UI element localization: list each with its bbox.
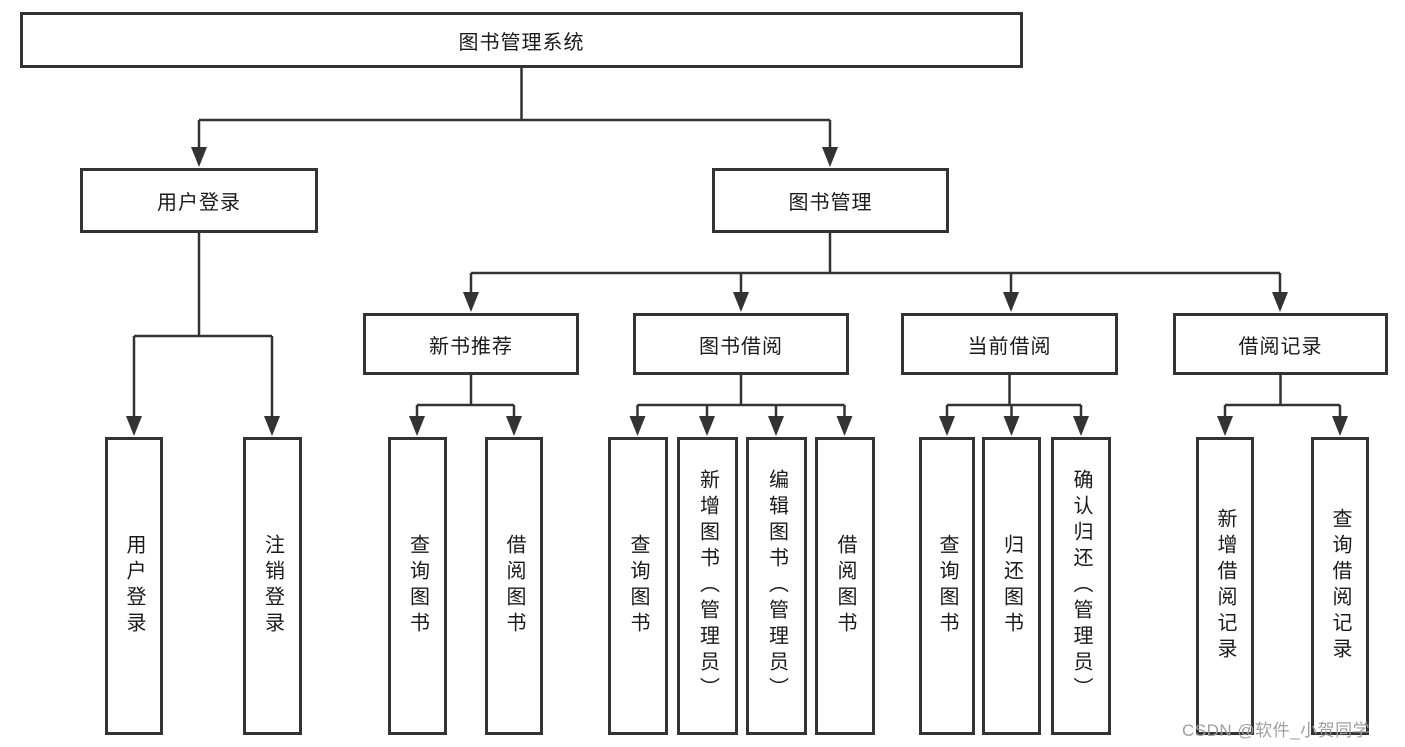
leaf-label: 新增图书（管理员） [696,469,719,703]
node-label: 图书管理 [788,192,873,214]
node-new-book-recommend: 新书推荐 [363,313,579,375]
node-label: 用户登录 [157,192,241,214]
connector-root-to-level1 [191,66,838,167]
node-library-management-system: 图书管理系统 [20,12,1023,68]
leaf-add-borrow-record: 新增借阅记录 [1196,437,1254,735]
leaf-query-borrow-record: 查询借阅记录 [1311,437,1369,735]
leaf-label: 编辑图书（管理员） [765,469,788,703]
csdn-watermark: CSDN @软件_小贺同学 [1182,721,1371,740]
leaf-label: 借阅图书 [834,534,856,638]
leaf-label: 用户登录 [123,534,145,638]
leaf-label: 新增借阅记录 [1214,508,1236,664]
connector-new-book-recommend-to-leaves [409,375,522,436]
leaf-label: 查询借阅记录 [1329,508,1351,664]
leaf-label: 查询图书 [936,534,958,638]
node-book-borrow: 图书借阅 [633,313,849,375]
leaf-label: 借阅图书 [503,534,525,638]
leaf-label: 归还图书 [1000,534,1023,638]
leaf-query-books-recommend: 查询图书 [388,437,447,735]
leaf-label: 注销登录 [261,534,284,638]
connector-book-management-to-level2 [463,232,1288,312]
leaf-return-books: 归还图书 [982,437,1041,735]
node-book-management: 图书管理 [712,168,949,233]
connector-current-borrow-to-leaves [939,375,1089,436]
node-label: 借阅记录 [1238,335,1323,358]
leaf-label: 查询图书 [627,534,649,638]
leaf-query-books-borrow: 查询图书 [608,437,668,735]
node-label: 当前借阅 [967,335,1052,358]
leaf-add-books-admin: 新增图书（管理员） [677,437,738,735]
leaf-label: 确认归还（管理员） [1070,469,1092,703]
connector-user-login-to-leaves [126,232,280,436]
node-label: 图书借阅 [699,335,783,358]
leaf-logout: 注销登录 [243,437,302,735]
node-borrow-records: 借阅记录 [1173,313,1388,375]
leaf-borrow-books-recommend: 借阅图书 [485,437,543,735]
connector-borrow-records-to-leaves [1217,375,1348,436]
leaf-user-login: 用户登录 [105,437,163,735]
node-user-login: 用户登录 [80,168,318,233]
leaf-label: 查询图书 [406,534,429,638]
node-label: 图书管理系统 [458,31,585,54]
node-label: 新书推荐 [429,335,513,358]
leaf-borrow-books: 借阅图书 [815,437,875,735]
node-current-borrow: 当前借阅 [901,313,1118,375]
leaf-query-books-current: 查询图书 [919,437,975,735]
leaf-confirm-return-admin: 确认归还（管理员） [1051,437,1111,735]
leaf-edit-books-admin: 编辑图书（管理员） [746,437,807,735]
connector-book-borrow-to-leaves [629,375,853,436]
